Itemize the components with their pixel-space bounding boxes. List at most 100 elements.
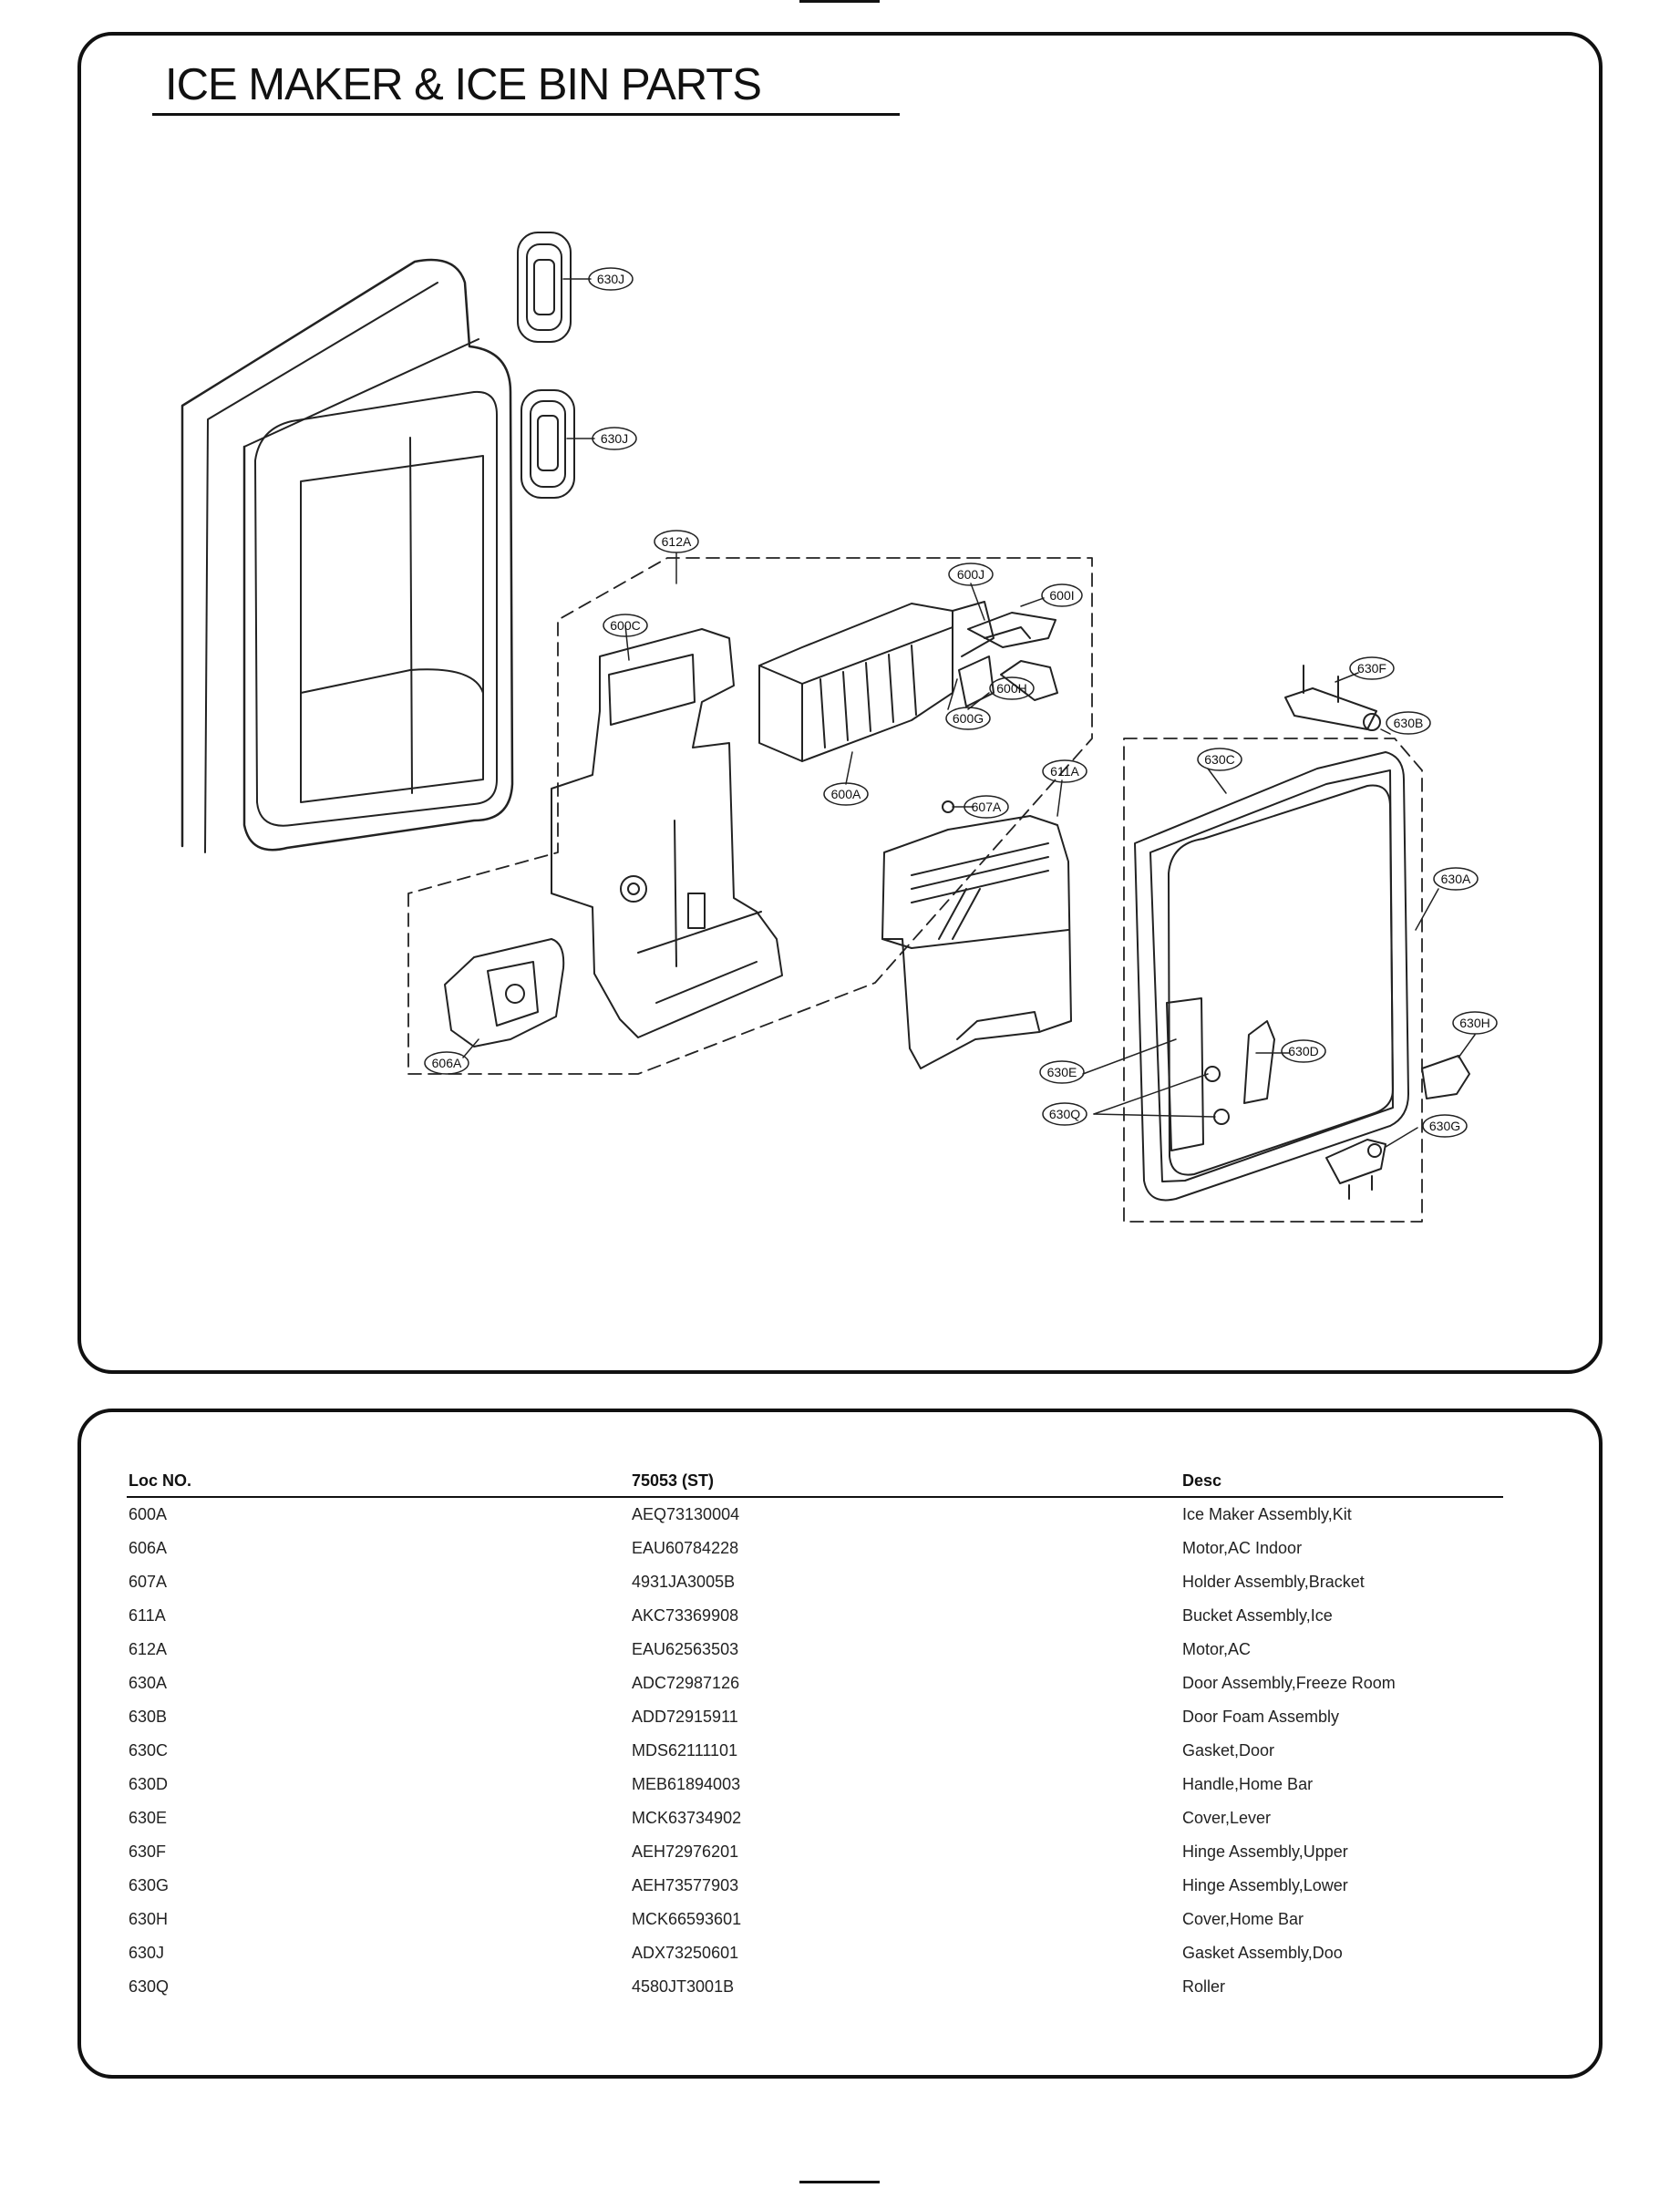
column-header-loc: Loc NO. — [127, 1471, 630, 1498]
callout-600c: 600C — [610, 618, 640, 633]
page-top-tick — [799, 0, 880, 3]
cell-loc-no: 630B — [129, 1707, 168, 1726]
callout-630f: 630F — [1357, 661, 1386, 676]
cell-part-number: AEQ73130004 — [632, 1504, 740, 1523]
parts-table-body: 600A AEQ73130004 Ice Maker Assembly,Kit 606… — [127, 1497, 1503, 2004]
callout-630g: 630G — [1429, 1119, 1460, 1133]
title-underline — [152, 113, 900, 116]
cell-description: Gasket,Door — [1182, 1740, 1275, 1760]
cell-part-number: EAU62563503 — [632, 1639, 739, 1658]
table-row: 600A AEQ73130004 Ice Maker Assembly,Kit — [127, 1497, 1503, 1532]
ice-maker-bracket-drawing — [551, 628, 783, 1038]
cell-part-number: ADC72987126 — [632, 1673, 740, 1692]
cell-part-number: MDS62111101 — [632, 1740, 738, 1760]
cell-description: Roller — [1182, 1976, 1226, 1996]
cell-loc-no: 630Q — [129, 1976, 170, 1996]
cell-description: Hinge Assembly,Lower — [1182, 1875, 1348, 1894]
freezer-door-drawing — [1134, 751, 1409, 1202]
callout-612a: 612A — [662, 534, 692, 549]
cell-part-number: MCK63734902 — [632, 1808, 742, 1827]
callout-600g: 600G — [953, 711, 984, 726]
table-row: 630Q 4580JT3001B Roller — [127, 1970, 1503, 2004]
cell-loc-no: 612A — [129, 1639, 168, 1658]
page-title: ICE MAKER & ICE BIN PARTS — [165, 60, 762, 109]
exploded-parts-diagram: 630J 630J 612A 600J 600I 600C 600H 600G … — [180, 232, 1498, 1223]
table-header-row: Loc NO. 75053 (ST) Desc — [127, 1471, 1503, 1498]
callout-600a: 600A — [831, 787, 861, 801]
cell-part-number: ADD72915911 — [632, 1707, 738, 1726]
cell-description: Bucket Assembly,Ice — [1182, 1605, 1333, 1625]
ice-bucket-drawing — [881, 800, 1072, 1069]
page-bottom-tick — [799, 2181, 880, 2183]
table-row: 612A EAU62563503 Motor,AC — [127, 1633, 1503, 1667]
callout-630j-upper: 630J — [597, 272, 624, 286]
cell-part-number: AEH73577903 — [632, 1875, 739, 1894]
callout-630j-lower: 630J — [601, 431, 628, 446]
cell-part-number: EAU60784228 — [632, 1538, 739, 1557]
table-row: 607A 4931JA3005B Holder Assembly,Bracket — [127, 1565, 1503, 1599]
table-row: 630B ADD72915911 Door Foam Assembly — [127, 1700, 1503, 1734]
cell-description: Hinge Assembly,Upper — [1182, 1842, 1348, 1861]
callout-600h: 600H — [996, 681, 1026, 696]
cell-loc-no: 611A — [129, 1605, 166, 1625]
cell-part-number: AEH72976201 — [632, 1842, 739, 1861]
column-header-description: Desc — [1180, 1471, 1503, 1498]
lower-hinge-drawing — [1325, 1139, 1386, 1200]
callout-630e: 630E — [1047, 1065, 1077, 1079]
callout-606a: 606A — [432, 1056, 462, 1070]
upper-hinge-drawing — [1284, 665, 1381, 731]
cell-description: Handle,Home Bar — [1182, 1774, 1314, 1793]
cell-loc-no: 630J — [129, 1943, 165, 1962]
cell-description: Door Assembly,Freeze Room — [1182, 1673, 1396, 1692]
ice-maker-small-parts-drawing — [958, 612, 1058, 707]
cell-loc-no: 630E — [129, 1808, 168, 1827]
gasket-630j-drawing-upper — [517, 232, 572, 343]
cell-part-number: ADX73250601 — [632, 1943, 739, 1962]
table-row: 630G AEH73577903 Hinge Assembly,Lower — [127, 1869, 1503, 1903]
parts-table: Loc NO. 75053 (ST) Desc 600A AEQ73130004 I… — [127, 1471, 1503, 2004]
callout-607a: 607A — [972, 800, 1002, 814]
cell-loc-no: 630F — [129, 1842, 167, 1861]
gasket-630j-drawing-lower — [520, 389, 575, 499]
door-assembly-boundary — [1123, 738, 1423, 1223]
table-row: 630D MEB61894003 Handle,Home Bar — [127, 1768, 1503, 1801]
cell-loc-no: 600A — [129, 1504, 168, 1523]
cell-loc-no: 606A — [129, 1538, 168, 1557]
callout-600i: 600I — [1049, 588, 1074, 603]
table-row: 630H MCK66593601 Cover,Home Bar — [127, 1903, 1503, 1936]
cell-loc-no: 630G — [129, 1875, 170, 1894]
cell-description: Motor,AC — [1182, 1639, 1252, 1658]
cell-description: Ice Maker Assembly,Kit — [1182, 1504, 1352, 1523]
callout-630h: 630H — [1459, 1016, 1489, 1030]
cell-part-number: 4931JA3005B — [632, 1572, 736, 1591]
cell-description: Cover,Home Bar — [1182, 1909, 1304, 1928]
callout-630d: 630D — [1288, 1044, 1318, 1058]
parts-table-panel: Loc NO. 75053 (ST) Desc 600A AEQ73130004 I… — [77, 1409, 1603, 2079]
cell-description: Gasket Assembly,Doo — [1182, 1943, 1343, 1962]
table-row: 630C MDS62111101 Gasket,Door — [127, 1734, 1503, 1768]
table-row: 606A EAU60784228 Motor,AC Indoor — [127, 1532, 1503, 1565]
door-housing-drawing — [180, 258, 514, 853]
assembly-boundary — [407, 557, 1093, 1075]
table-row: 630A ADC72987126 Door Assembly,Freeze Room — [127, 1667, 1503, 1700]
home-bar-cover-drawing — [1421, 1055, 1470, 1099]
column-header-part-number: 75053 (ST) — [630, 1471, 1180, 1498]
table-row: 630F AEH72976201 Hinge Assembly,Upper — [127, 1835, 1503, 1869]
cell-loc-no: 630D — [129, 1774, 169, 1793]
callout-611a: 611A — [1050, 764, 1079, 779]
callout-630c: 630C — [1204, 752, 1234, 767]
cell-part-number: MCK66593601 — [632, 1909, 742, 1928]
cell-description: Motor,AC Indoor — [1182, 1538, 1303, 1557]
cell-loc-no: 630C — [129, 1740, 169, 1760]
motor-606a-drawing — [444, 938, 565, 1048]
cell-part-number: MEB61894003 — [632, 1774, 741, 1793]
cell-part-number: 4580JT3001B — [632, 1976, 735, 1996]
cell-description: Holder Assembly,Bracket — [1182, 1572, 1365, 1591]
cell-description: Cover,Lever — [1182, 1808, 1272, 1827]
cell-loc-no: 607A — [129, 1572, 168, 1591]
cell-description: Door Foam Assembly — [1182, 1707, 1340, 1726]
table-row: 630J ADX73250601 Gasket Assembly,Doo — [127, 1936, 1503, 1970]
cell-loc-no: 630A — [129, 1673, 168, 1692]
cell-loc-no: 630H — [129, 1909, 169, 1928]
